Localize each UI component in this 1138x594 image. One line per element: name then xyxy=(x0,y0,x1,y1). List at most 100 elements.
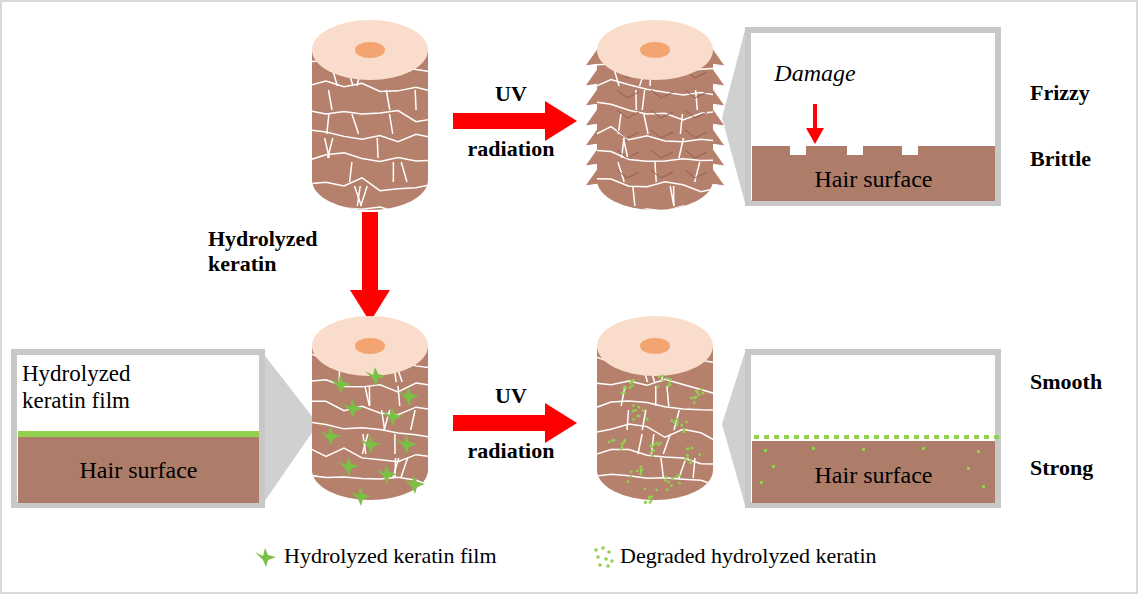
property-label: Frizzy xyxy=(1030,80,1130,105)
degraded-keratin-dot xyxy=(676,421,679,424)
degraded-keratin-dot xyxy=(698,453,701,456)
keratin-film-star xyxy=(396,435,417,454)
lifted-edge xyxy=(685,130,707,138)
degraded-keratin-dot xyxy=(632,418,635,421)
keratin-film-star xyxy=(342,399,363,418)
surface-label: Hair surface xyxy=(815,462,933,489)
process-label: Hydrolyzed keratin xyxy=(208,226,338,277)
surface-label: Hair surface xyxy=(80,457,198,484)
absorbed-keratin-dot xyxy=(967,467,970,470)
degraded-keratin-dot xyxy=(632,410,635,413)
cuticle-cracks xyxy=(593,61,719,215)
degraded-keratin-dot xyxy=(689,462,692,465)
degraded-keratin-dot xyxy=(623,391,626,394)
absorbed-keratin-dot xyxy=(982,485,985,488)
degraded-film-dot xyxy=(914,435,919,439)
degraded-keratin-dot xyxy=(655,489,658,492)
damage-notch xyxy=(902,146,918,155)
property-label: Brittle xyxy=(1030,146,1130,171)
degraded-keratin-dot xyxy=(693,401,696,404)
hair-strands xyxy=(308,20,725,506)
keratin-film-star xyxy=(338,457,359,476)
raised-scale xyxy=(585,66,599,86)
zoom-wedge xyxy=(262,352,318,505)
raised-scale xyxy=(711,86,725,106)
degraded-keratin-dot xyxy=(641,469,644,472)
degraded-keratin-dot xyxy=(683,431,686,434)
degraded-keratin-dot xyxy=(649,445,652,448)
zoom-wedge xyxy=(722,30,745,203)
degraded-keratin-dot xyxy=(631,384,634,387)
degraded-keratin-dot xyxy=(630,470,633,473)
hair-surface-box: Hair surface xyxy=(18,437,259,503)
degraded-keratin-dot xyxy=(696,391,699,394)
keratin-film-star xyxy=(376,465,397,484)
degraded-keratin-dot xyxy=(694,396,697,399)
legend-text: Degraded hydrolyzed keratin xyxy=(620,543,877,569)
absorbed-keratin-dot xyxy=(772,465,775,468)
hair-medulla xyxy=(355,338,385,354)
keratin-film-star xyxy=(382,407,403,426)
degraded-film-dot xyxy=(794,435,799,439)
degraded-keratin-dot xyxy=(685,420,688,423)
callout-label: Damage xyxy=(760,60,870,88)
damage-notch xyxy=(790,146,806,155)
degraded-film-dot xyxy=(884,435,889,439)
degraded-keratin-dot xyxy=(648,496,651,499)
degraded-keratin-dot xyxy=(642,409,645,412)
lifted-edge xyxy=(651,170,673,178)
keratin-film-star xyxy=(398,387,419,406)
degraded-keratin-dot xyxy=(623,439,626,442)
degraded-keratin-dot xyxy=(670,484,673,487)
lifted-edge xyxy=(617,130,639,138)
lifted-edge xyxy=(685,90,707,98)
hair-medulla xyxy=(640,338,670,354)
degraded-keratin-dot xyxy=(645,501,648,504)
legend-star xyxy=(255,548,276,567)
degraded-keratin-dot xyxy=(656,385,659,388)
hair-strand xyxy=(308,20,434,212)
raised-scale xyxy=(711,166,725,186)
panel-label: Hydrolyzed keratin film xyxy=(22,360,162,414)
degraded-keratin-dot xyxy=(627,480,630,483)
degraded-film-dot xyxy=(814,435,819,439)
lifted-edge xyxy=(617,170,639,178)
raised-scale xyxy=(711,126,725,146)
raised-scale xyxy=(585,126,599,146)
keratin-film-layer xyxy=(18,431,259,437)
degraded-keratin-dot xyxy=(643,487,646,490)
degraded-keratin-dot xyxy=(646,418,649,421)
absorbed-keratin-dot xyxy=(922,447,925,450)
lifted-edge xyxy=(685,150,707,158)
degraded-keratin-dot xyxy=(629,475,632,478)
lifted-edge xyxy=(651,90,673,98)
hair-medulla xyxy=(640,42,670,58)
degraded-film-dot xyxy=(844,435,849,439)
degraded-keratin-dot xyxy=(675,424,678,427)
lifted-edge xyxy=(617,150,639,158)
degraded-film-dot xyxy=(894,435,899,439)
degraded-keratin-dot xyxy=(623,386,626,389)
degraded-keratin-dot xyxy=(658,375,661,378)
degraded-keratin-dot xyxy=(644,501,647,504)
degraded-keratin-dot xyxy=(661,375,664,378)
lifted-edge xyxy=(685,110,707,118)
degraded-keratin-dot xyxy=(678,474,681,477)
degraded-keratin-dot xyxy=(702,392,705,395)
degraded-keratin-dot xyxy=(638,415,641,418)
hair-cross-section xyxy=(312,20,428,80)
hair-surface-box: Hair surface xyxy=(752,441,995,503)
degraded-film-dot xyxy=(934,435,939,439)
degraded-keratin-dot xyxy=(666,488,669,491)
absorbed-keratin-dot xyxy=(812,447,815,450)
degraded-keratin-dot xyxy=(686,454,689,457)
degraded-film-dot xyxy=(944,435,949,439)
degraded-film-dot xyxy=(994,435,999,439)
process-label: UV radiation xyxy=(455,66,567,176)
degraded-keratin-dot xyxy=(676,418,679,421)
degraded-keratin-dot xyxy=(690,397,693,400)
degraded-film-dot xyxy=(954,435,959,439)
keratin-film-star xyxy=(360,435,381,454)
degraded-film-dot xyxy=(834,435,839,439)
